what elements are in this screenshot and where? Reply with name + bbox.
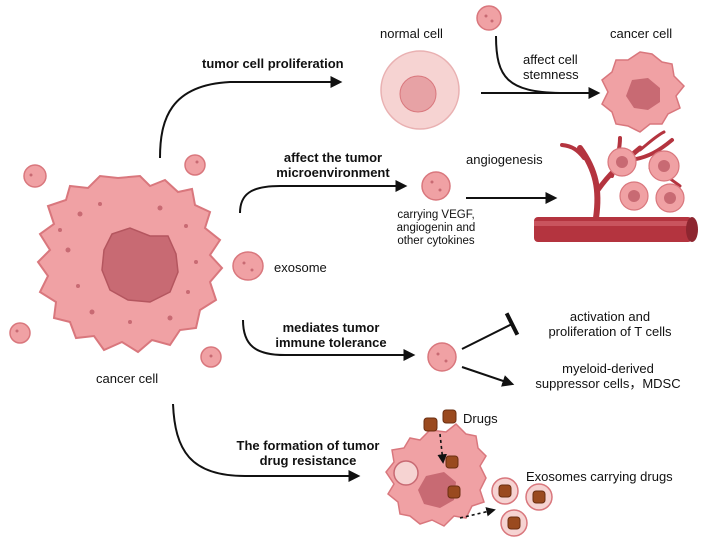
label-carrying-vegf: carrying VEGF, angiogenin and other cyto… [396, 209, 476, 247]
drug-entry-arrow [437, 433, 447, 464]
exosomes-around-main [9, 154, 264, 368]
label-cancer-cell-top: cancer cell [610, 26, 673, 41]
label-t-cells: activation and proliferation of T cells [548, 309, 672, 339]
label-immune-tolerance: mediates tumor immune tolerance [275, 320, 387, 350]
label-exosome: exosome [274, 260, 327, 275]
normal-cell [380, 50, 460, 130]
cancer-cell-top [601, 51, 686, 133]
exosome-immune [427, 342, 457, 372]
inhibit-t-cells [461, 312, 520, 350]
label-tumor-proliferation: tumor cell proliferation [202, 56, 344, 71]
label-affect-stemness: affect cell stemness [523, 52, 579, 82]
label-drugs: Drugs [463, 411, 498, 426]
exosome-top [476, 5, 502, 31]
label-drug-resistance: The formation of tumor drug resistance [236, 438, 380, 468]
branch-arrows [159, 76, 416, 482]
arrow-to-mdsc [461, 366, 515, 387]
label-angiogenesis: angiogenesis [466, 152, 543, 167]
label-exosomes-carrying-drugs: Exosomes carrying drugs [526, 469, 673, 484]
drug-exosomes [491, 477, 553, 537]
main-cancer-cell [36, 174, 224, 354]
label-cancer-cell: cancer cell [96, 371, 159, 386]
exosome-vegf [421, 171, 451, 201]
drug-resistant-cell [385, 422, 487, 527]
free-drugs [423, 409, 457, 432]
label-mdsc: myeloid-derived suppressor cells，MDSC [535, 361, 681, 391]
blood-vessel [534, 130, 698, 242]
label-normal-cell: normal cell [380, 26, 443, 41]
label-affect-microenvironment: affect the tumor microenvironment [276, 150, 390, 180]
cell-granules [58, 202, 198, 324]
